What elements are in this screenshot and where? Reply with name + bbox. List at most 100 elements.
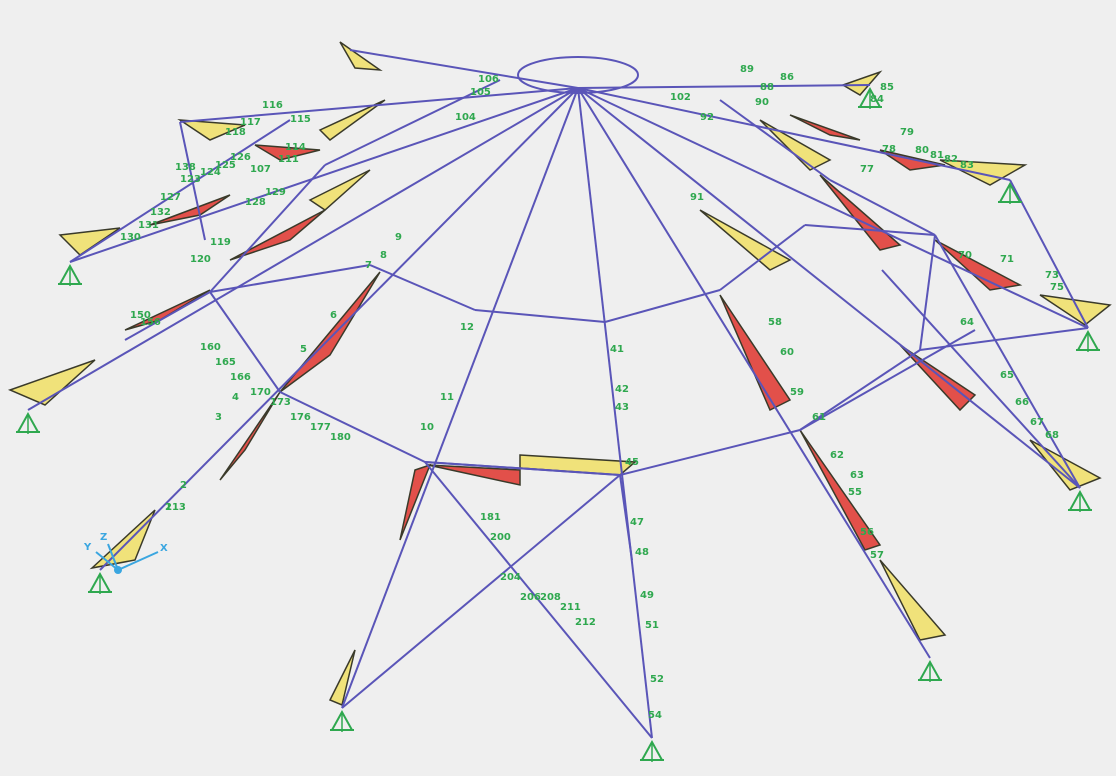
compression-moment-diagram (719, 294, 792, 412)
member-label: 4 (232, 392, 239, 403)
frame-member (349, 49, 579, 89)
member-label: 92 (700, 112, 714, 123)
member-label: 91 (690, 192, 704, 203)
member-label: 88 (760, 82, 774, 93)
member-label: 130 (120, 232, 141, 243)
member-label: 180 (330, 432, 351, 443)
y-axis-arrow (95, 551, 119, 571)
member-label: 48 (635, 547, 649, 558)
member-label: 156 (140, 317, 161, 328)
member-label: 9 (395, 232, 402, 243)
member-label: 84 (870, 94, 884, 105)
member-label: 60 (780, 347, 794, 358)
member-label: 11 (440, 392, 454, 403)
pin-support-icon (640, 739, 664, 762)
member-label: 3 (215, 412, 222, 423)
member-label: 45 (625, 457, 639, 468)
frame-member (577, 87, 1089, 329)
member-label: 70 (958, 250, 972, 261)
compression-moment-diagram (789, 114, 861, 141)
pin-supports (16, 86, 1100, 762)
tension-moment-diagram (328, 649, 356, 707)
member-labels: 1234567891011124142434547484951525455565… (120, 64, 1064, 721)
member-label: 124 (200, 167, 221, 178)
compression-moment-diagram (254, 144, 321, 161)
member-label: 54 (648, 710, 662, 721)
frame-member (619, 474, 633, 561)
member-label: 62 (830, 450, 844, 461)
tension-moment-diagram (939, 159, 1028, 186)
member-label: 116 (262, 100, 283, 111)
compression-moment-diagram (149, 194, 231, 226)
member-label: 59 (790, 387, 804, 398)
x-axis-label: X (160, 543, 168, 554)
frame-member (829, 179, 936, 236)
member-label: 166 (230, 372, 251, 383)
frame-member (577, 84, 871, 89)
member-label: 177 (310, 422, 331, 433)
member-label: 49 (640, 590, 654, 601)
tension-moment-diagram (841, 70, 883, 96)
member-label: 6 (330, 310, 337, 321)
pin-support-icon (998, 181, 1022, 204)
tension-moment-diagram (7, 359, 96, 406)
frame-member (804, 224, 936, 236)
member-label: 129 (265, 187, 286, 198)
frame-member (719, 99, 831, 181)
tension-moment-diagram (308, 169, 371, 211)
member-label: 56 (860, 527, 874, 538)
member-label: 120 (190, 254, 211, 265)
member-label: 58 (768, 317, 782, 328)
member-label: 89 (740, 64, 754, 75)
member-label: 115 (290, 114, 311, 125)
member-label: 43 (615, 402, 629, 413)
compression-ring (517, 56, 639, 94)
frame-member (719, 224, 806, 291)
frame-member (324, 79, 501, 166)
member-label: 7 (365, 260, 372, 271)
member-label: 127 (160, 192, 181, 203)
frame-member (577, 87, 1081, 489)
frame-member (577, 87, 1011, 181)
compression-moment-diagram (799, 429, 882, 551)
frame-member (209, 291, 281, 393)
pin-support-icon (88, 571, 112, 594)
member-label: 85 (880, 82, 894, 93)
frame-members (27, 49, 1089, 739)
member-label: 10 (420, 422, 434, 433)
member-label: 165 (215, 357, 236, 368)
tension-moment-diagram (177, 119, 246, 141)
member-label: 150 (130, 310, 151, 321)
member-label: 12 (460, 322, 474, 333)
frame-member (69, 119, 291, 263)
member-label: 78 (882, 144, 896, 155)
member-label: 128 (245, 197, 266, 208)
pin-support-icon (858, 86, 882, 109)
member-label: 68 (1045, 430, 1059, 441)
pin-support-icon (918, 659, 942, 682)
frame-member (577, 87, 931, 659)
frame-member (424, 461, 653, 739)
member-label: 138 (175, 162, 196, 173)
frame-member (179, 87, 579, 123)
frame-member (69, 87, 579, 263)
member-label: 73 (1045, 270, 1059, 281)
member-label: 200 (490, 532, 511, 543)
member-label: 212 (575, 617, 596, 628)
compression-moment-diagram (427, 464, 521, 486)
member-label: 204 (500, 572, 521, 583)
frame-member (27, 87, 579, 411)
compression-moment-diagram (229, 209, 326, 261)
member-label: 118 (225, 127, 246, 138)
member-label: 104 (455, 112, 476, 123)
tension-moment-diagram (89, 509, 156, 570)
member-label: 64 (960, 317, 974, 328)
compression-moment-diagram (934, 239, 1023, 291)
member-label: 176 (290, 412, 311, 423)
compression-moment-diagram (219, 391, 281, 481)
pin-support-icon (16, 411, 40, 434)
member-label: 77 (860, 164, 874, 175)
member-label: 1 (165, 502, 172, 513)
tension-moment-diagram (318, 99, 386, 141)
